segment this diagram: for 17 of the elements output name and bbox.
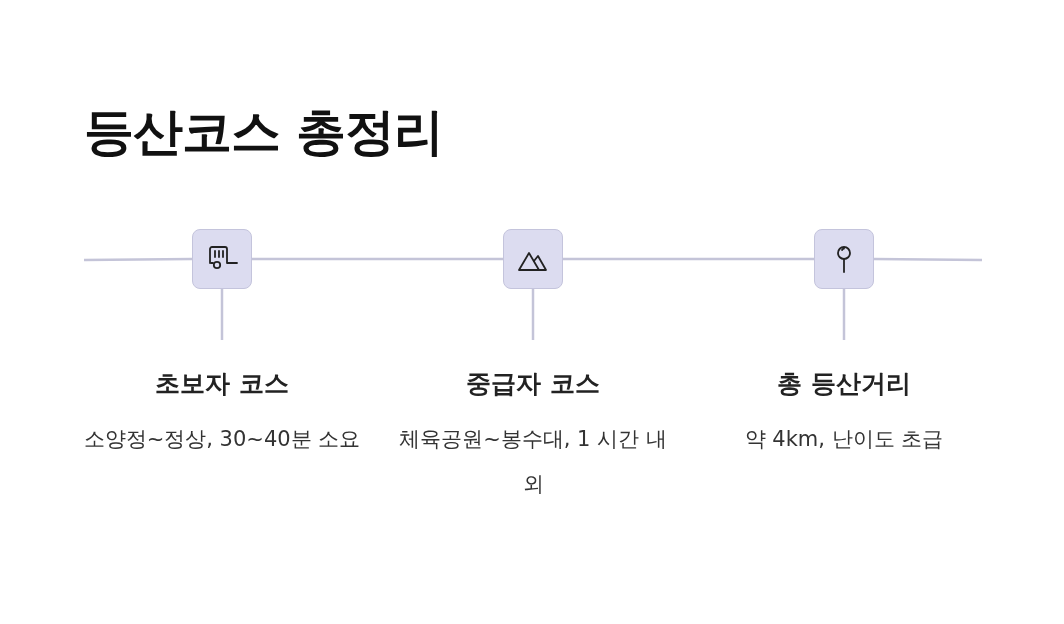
title: 등산코스 총정리 (84, 102, 444, 162)
course-heading: 초보자 코스 (155, 368, 289, 400)
course-heading: 중급자 코스 (466, 368, 600, 400)
connector-line (842, 289, 846, 340)
course-description: 약 4km, 난이도 초급 (744, 425, 944, 453)
course-heading: 총 등산거리 (777, 368, 911, 400)
course-description: 체육공원~봉수대, 1 시간 내외 (398, 425, 668, 498)
course-description: 소양정~정상, 30~40분 소요 (83, 425, 361, 453)
icon-tile (503, 229, 563, 289)
connector-line (220, 289, 224, 340)
icon-tile (192, 229, 252, 289)
connector-line (252, 257, 503, 261)
connector-line (874, 257, 982, 262)
connector-line (563, 257, 814, 261)
connector-line (84, 257, 192, 262)
icon-tile (814, 229, 874, 289)
connector-line (531, 289, 535, 340)
